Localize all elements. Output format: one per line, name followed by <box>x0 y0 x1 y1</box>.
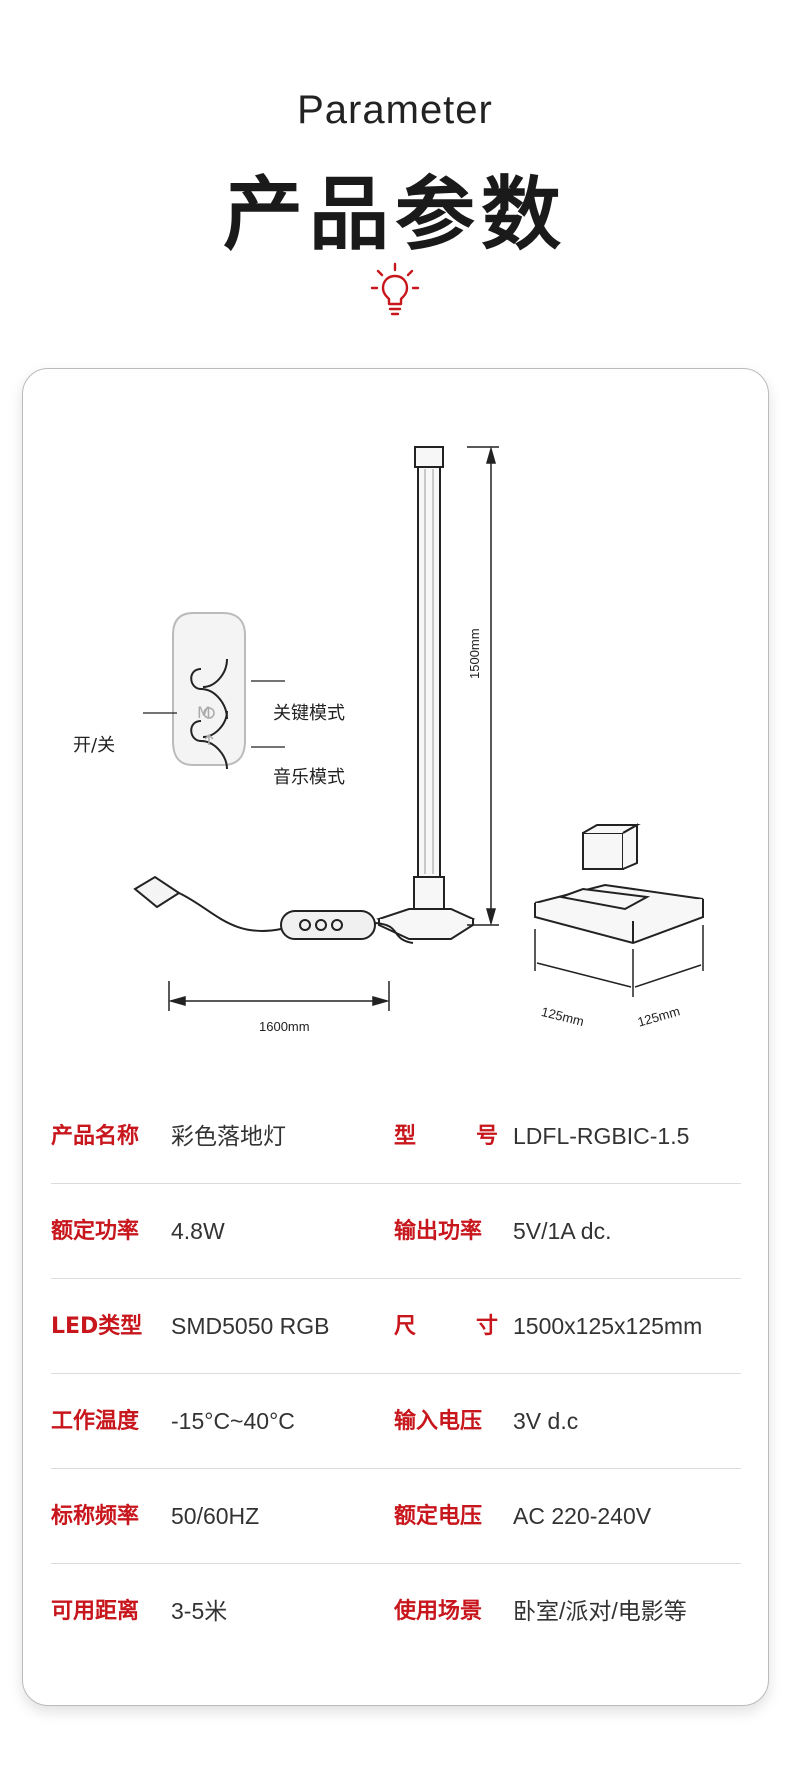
spec-value: 3V d.c <box>513 1408 579 1434</box>
spec-value: 彩色落地灯 <box>171 1123 286 1149</box>
spec-value: 50/60HZ <box>171 1503 260 1529</box>
spec-row: 额定功率 4.8W 输出功率 5V/1A dc. <box>51 1184 741 1279</box>
spec-label: 输出功率 <box>394 1219 483 1244</box>
spec-value: 5V/1A dc. <box>513 1218 612 1244</box>
spec-label: 产品名称 <box>51 1124 140 1149</box>
lightbulb-icon <box>370 262 420 316</box>
spec-table: 产品名称 彩色落地灯 型号 LDFL-RGBIC-1.5 额定功率 4.8W 输… <box>51 1089 741 1659</box>
spec-value: 1500x125x125mm <box>513 1313 703 1339</box>
spec-label: 使用场景 <box>394 1599 483 1624</box>
spec-value: SMD5050 RGB <box>171 1313 330 1339</box>
spec-value: AC 220-240V <box>513 1503 652 1529</box>
spec-label: 额定电压 <box>394 1504 483 1529</box>
spec-label: 可用距离 <box>51 1599 140 1624</box>
spec-row: 产品名称 彩色落地灯 型号 LDFL-RGBIC-1.5 <box>51 1089 741 1184</box>
spec-label: 尺寸 <box>394 1279 498 1374</box>
spec-value: 卧室/派对/电影等 <box>513 1598 687 1624</box>
spec-value: 3-5米 <box>171 1598 228 1624</box>
spec-row: 标称频率 50/60HZ 额定电压 AC 220-240V <box>51 1469 741 1564</box>
dimension-height: 1500mm <box>467 628 482 679</box>
spec-label: 标称频率 <box>51 1504 140 1529</box>
lamp-pole <box>376 446 476 940</box>
dimension-cable: 1600mm <box>259 1019 310 1034</box>
spec-label-part: 尺 <box>394 1314 417 1339</box>
parameter-card: 关键模式 音乐模式 开/关 M 1500mm 1600mm 125mm 125m… <box>22 368 769 1706</box>
spec-row: 工作温度 -15°C~40°C 输入电压 3V d.c <box>51 1374 741 1469</box>
cable-dimension-line <box>168 981 390 1011</box>
spec-value: 4.8W <box>171 1218 225 1244</box>
spec-value: -15°C~40°C <box>171 1408 295 1434</box>
controller-remote <box>143 612 285 770</box>
label-key-mode: 关键模式 <box>273 703 345 724</box>
lamp-base-detail <box>534 823 704 945</box>
base-dimension-lines <box>534 925 704 997</box>
spec-label: 型号 <box>394 1089 498 1184</box>
spec-label: 工作温度 <box>51 1409 140 1434</box>
spec-label-part: 寸 <box>475 1314 498 1339</box>
product-illustration <box>133 446 704 1011</box>
controller-m-button: M <box>197 703 211 722</box>
title-chinese: 产品参数 <box>223 168 567 261</box>
spec-label-part: 型 <box>394 1124 417 1149</box>
spec-label: 输入电压 <box>394 1409 483 1434</box>
title-english: Parameter <box>297 88 493 132</box>
spec-row: LED类型 SMD5050 RGB 尺寸 1500x125x125mm <box>51 1279 741 1374</box>
label-music-mode: 音乐模式 <box>273 767 345 788</box>
spec-label: LED类型 <box>51 1314 143 1339</box>
usb-cable <box>133 875 414 944</box>
product-diagram: 关键模式 音乐模式 开/关 M 1500mm 1600mm 125mm 125m… <box>23 369 770 1089</box>
label-power: 开/关 <box>73 735 116 756</box>
height-dimension-line <box>467 446 499 926</box>
spec-label-part: 号 <box>475 1124 498 1149</box>
spec-row: 可用距离 3-5米 使用场景 卧室/派对/电影等 <box>51 1564 741 1659</box>
spec-label: 额定功率 <box>51 1219 140 1244</box>
spec-value: LDFL-RGBIC-1.5 <box>513 1123 690 1149</box>
